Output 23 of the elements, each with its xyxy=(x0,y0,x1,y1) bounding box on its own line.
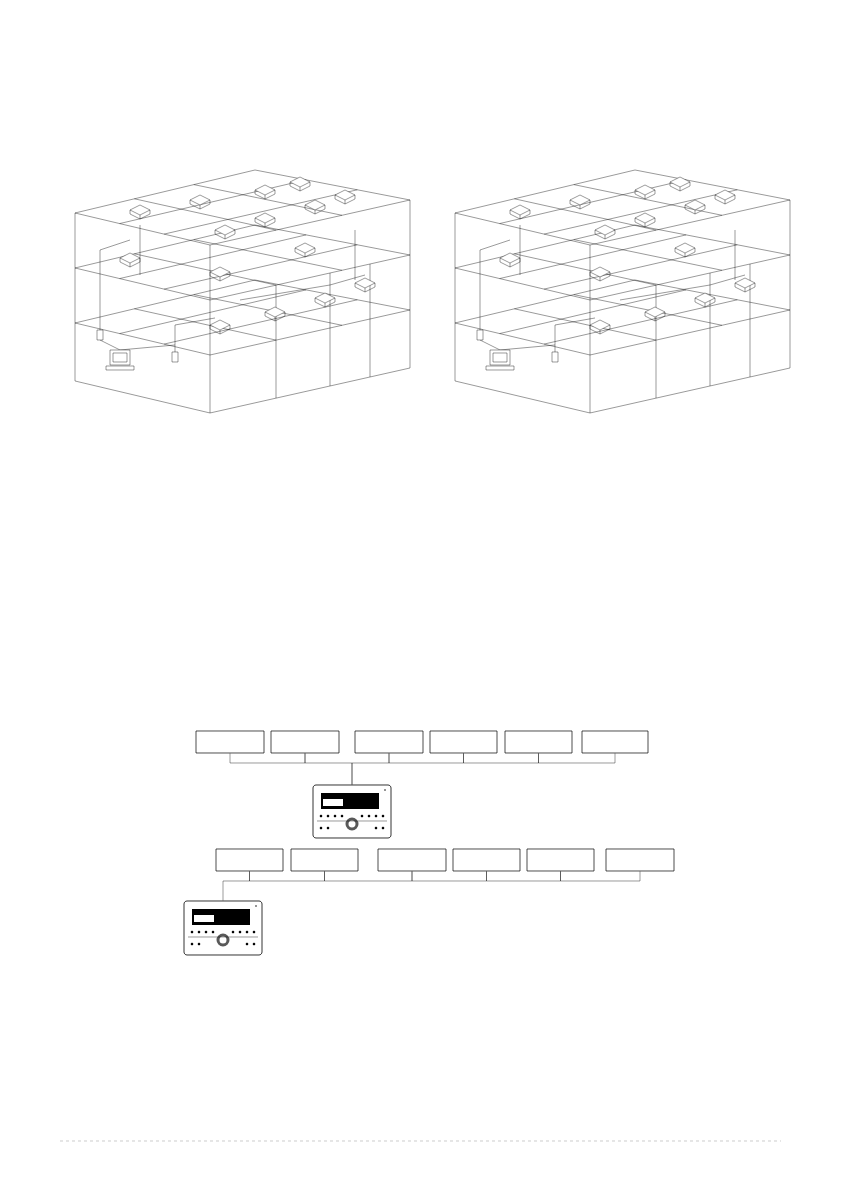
unit-box xyxy=(195,730,265,754)
unit-box xyxy=(215,848,284,872)
unit-box xyxy=(504,730,573,754)
wire xyxy=(463,753,539,764)
unit-box xyxy=(354,730,424,754)
wire xyxy=(538,753,616,764)
wire xyxy=(560,871,641,882)
unit-box xyxy=(429,730,498,754)
wire xyxy=(388,753,464,764)
wire xyxy=(486,871,561,882)
controller-drawing xyxy=(183,900,263,956)
wire xyxy=(411,871,487,882)
controller-drawing xyxy=(312,784,392,839)
unit-box xyxy=(377,848,447,872)
unit-box xyxy=(270,730,340,754)
wire xyxy=(249,871,325,882)
unit-box xyxy=(581,730,649,754)
wire xyxy=(229,753,306,764)
unit-box xyxy=(452,848,521,872)
unit-box xyxy=(605,848,675,872)
unit-box xyxy=(526,848,595,872)
unit-box xyxy=(290,848,359,872)
wire xyxy=(324,871,413,882)
